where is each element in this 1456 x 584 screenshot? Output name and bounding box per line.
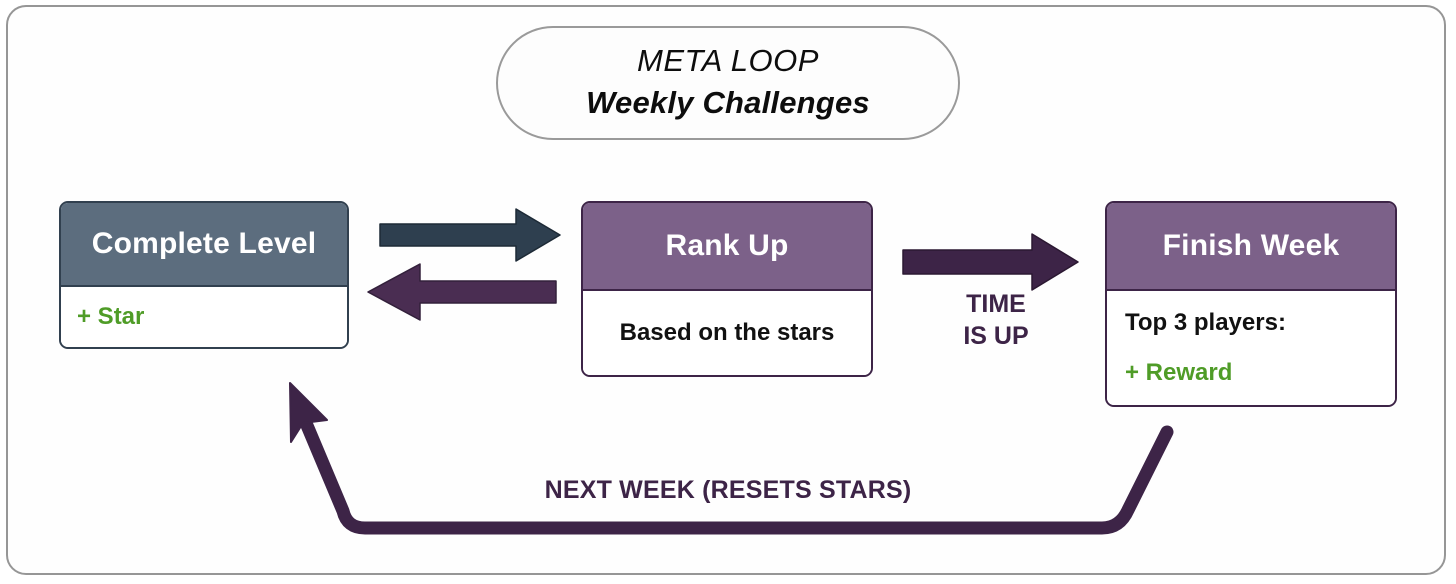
meta-loop-subtitle: Weekly Challenges (586, 85, 870, 121)
card-complete-level-reward: + Star (77, 303, 145, 330)
card-complete-level-title: Complete Level (61, 203, 347, 287)
card-finish-week-body: Top 3 players: + Reward (1107, 291, 1395, 405)
card-finish-week[interactable]: Finish Week Top 3 players: + Reward (1105, 201, 1397, 407)
card-rank-up-title: Rank Up (583, 203, 871, 291)
card-rank-up[interactable]: Rank Up Based on the stars (581, 201, 873, 377)
card-finish-week-title: Finish Week (1107, 203, 1395, 291)
card-finish-week-description: Top 3 players: (1125, 309, 1286, 336)
meta-loop-title: META LOOP (637, 43, 819, 79)
card-rank-up-description: Based on the stars (619, 319, 835, 346)
meta-loop-pill: META LOOP Weekly Challenges (496, 26, 960, 140)
card-finish-week-reward: + Reward (1125, 359, 1233, 386)
arrow-label-time-is-up-line1: TIME (966, 290, 1026, 318)
arrow-label-next-week: NEXT WEEK (RESETS STARS) (544, 476, 912, 504)
card-complete-level-body: + Star (61, 287, 347, 347)
arrow-label-time-is-up-line2: IS UP (963, 322, 1029, 350)
card-rank-up-body: Based on the stars (583, 291, 871, 375)
card-complete-level[interactable]: Complete Level + Star (59, 201, 349, 349)
arrow-label-time-is-up: TIME IS UP (938, 288, 1054, 352)
